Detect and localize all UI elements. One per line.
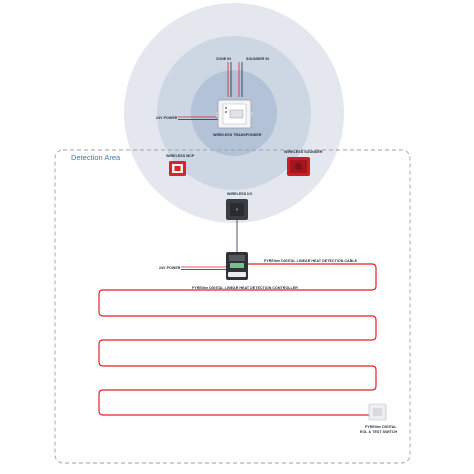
heat-detection-cable bbox=[98, 263, 378, 416]
transponder-label: WIRELESS TRANSPONDER bbox=[213, 133, 262, 137]
sounder-icon bbox=[287, 157, 310, 176]
eol-label-line2: EOL & TEST SWITCH bbox=[360, 430, 397, 434]
controller-box-icon bbox=[226, 252, 248, 280]
cable-label: FYREline DIGITAL LINEAR HEAT DETECTION C… bbox=[264, 259, 358, 263]
sounder-in-label: SOUNDER IN bbox=[246, 57, 269, 61]
transponder-power-label: 24V POWER bbox=[156, 116, 178, 120]
manual-call-point-icon bbox=[169, 161, 186, 176]
sounder-label: WIRELESS SOUNDER bbox=[284, 150, 323, 154]
detection-area-border bbox=[54, 149, 411, 464]
eol-label-line1: FYREline DIGITAL bbox=[365, 425, 397, 429]
zone-in-label: ZONE IN bbox=[216, 57, 231, 61]
transponder-box-icon bbox=[216, 99, 253, 129]
io-label: WIRELESS I/O bbox=[227, 192, 252, 196]
controller-power-label: 24V POWER bbox=[159, 266, 181, 270]
eol-switch-icon bbox=[368, 403, 387, 421]
mcp-label: WIRELESS MCP bbox=[166, 154, 195, 158]
io-module-icon bbox=[226, 199, 248, 220]
controller-label: FYREline DIGITAL LINEAR HEAT DETECTION C… bbox=[192, 286, 298, 290]
detection-area-title: Detection Area bbox=[71, 153, 121, 162]
